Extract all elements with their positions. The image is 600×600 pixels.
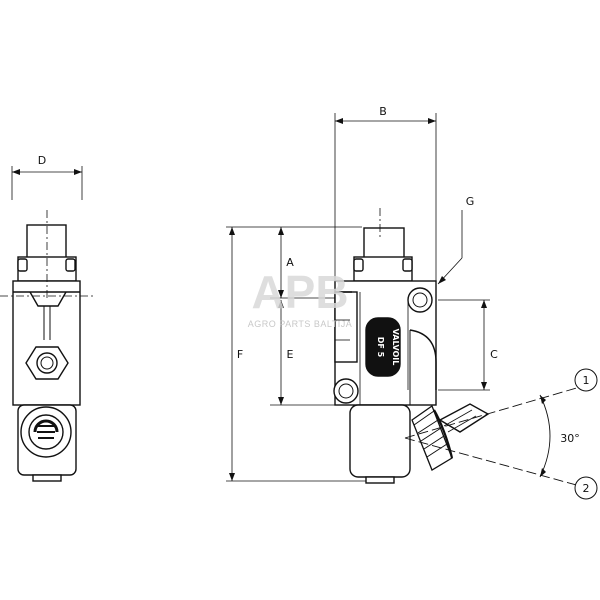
front-view (226, 113, 598, 500)
dimension-label-g: G (466, 195, 475, 208)
watermark-text: AGRO PARTS BALTIJA (248, 319, 353, 329)
side-view (0, 166, 95, 482)
model-marking: DF 5 (376, 337, 385, 358)
position-label-1: 1 (583, 374, 590, 387)
angle-label: 30° (560, 432, 580, 445)
dimension-label-e: E (287, 348, 294, 361)
dimension-label-d: D (38, 154, 46, 167)
position-label-2: 2 (583, 482, 590, 495)
dimension-label-c: C (490, 348, 498, 361)
watermark-logo: APB (251, 266, 348, 318)
dimension-label-b: B (379, 105, 387, 118)
dimension-label-a: A (286, 256, 294, 269)
dimension-label-f: F (237, 348, 243, 361)
brand-marking: VALVOIL (391, 329, 400, 366)
